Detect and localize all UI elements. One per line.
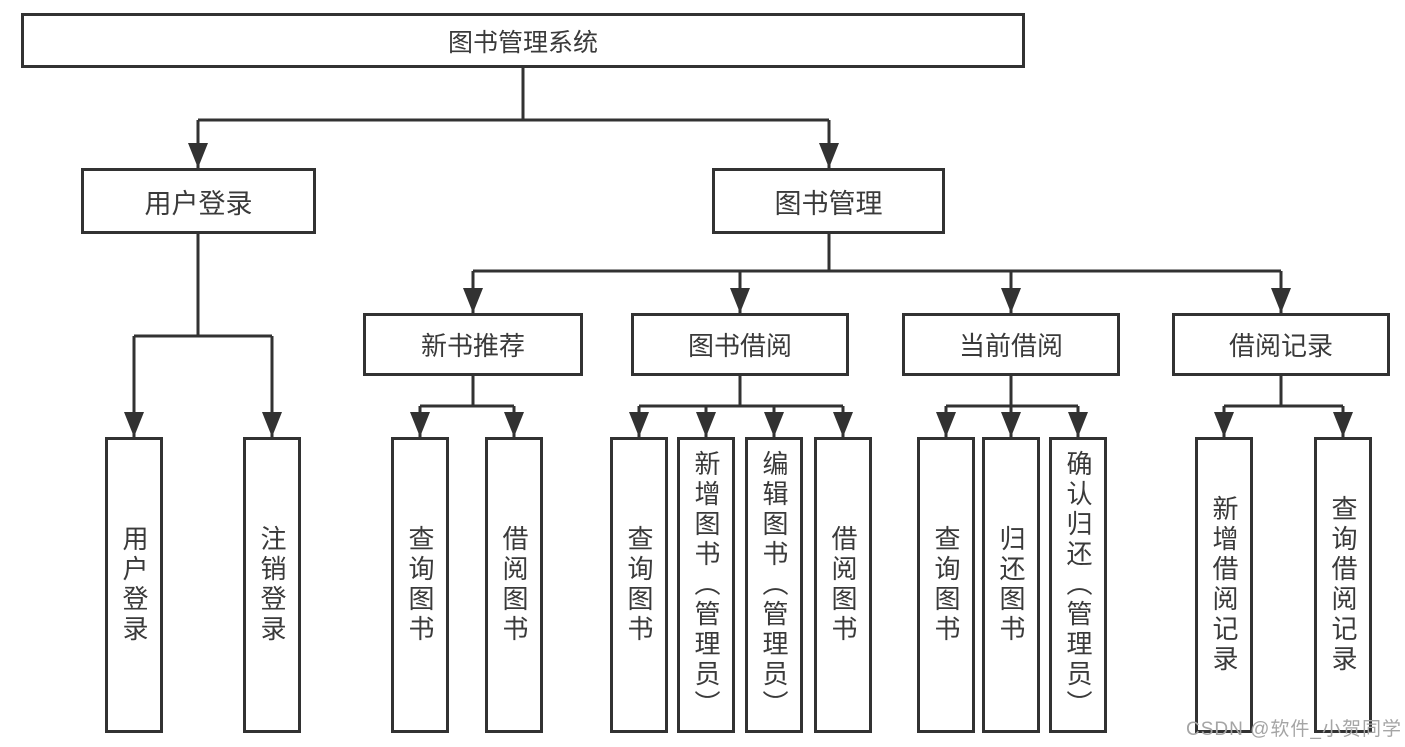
leaf-borrow-books-label: 借阅图书: [828, 525, 858, 645]
leaf-query-books-borrow: 查询图书: [610, 437, 668, 733]
node-borrow-records: 借阅记录: [1172, 313, 1390, 376]
leaf-confirm-return-admin: 确认归还（管理员）: [1049, 437, 1107, 733]
node-new-book-recommend: 新书推荐: [363, 313, 583, 376]
leaf-add-books-admin: 新增图书（管理员）: [677, 437, 735, 733]
leaf-logout-label: 注销登录: [257, 525, 287, 645]
node-user-login: 用户登录: [81, 168, 316, 234]
node-new-book-recommend-label: 新书推荐: [420, 331, 525, 361]
leaf-return-books-label: 归还图书: [996, 525, 1026, 645]
leaf-user-login: 用户登录: [105, 437, 163, 733]
leaf-query-books-recommend-label: 查询图书: [405, 525, 435, 645]
node-book-management: 图书管理: [712, 168, 945, 234]
leaf-confirm-return-admin-label: 确认归还（管理员）: [1063, 450, 1093, 720]
node-current-borrow-label: 当前借阅: [958, 331, 1063, 361]
leaf-add-books-admin-label: 新增图书（管理员）: [691, 450, 721, 720]
leaf-query-borrow-record: 查询借阅记录: [1314, 437, 1372, 733]
leaf-query-books-current: 查询图书: [917, 437, 975, 733]
node-book-borrow: 图书借阅: [631, 313, 849, 376]
leaf-add-borrow-record: 新增借阅记录: [1195, 437, 1253, 733]
leaf-query-books-current-label: 查询图书: [931, 525, 961, 645]
leaf-query-books-recommend: 查询图书: [391, 437, 449, 733]
node-current-borrow: 当前借阅: [902, 313, 1120, 376]
leaf-query-borrow-record-label: 查询借阅记录: [1328, 495, 1358, 675]
leaf-add-borrow-record-label: 新增借阅记录: [1209, 495, 1239, 675]
leaf-borrow-books-recommend: 借阅图书: [485, 437, 543, 733]
node-root: 图书管理系统: [21, 13, 1025, 68]
node-borrow-records-label: 借阅记录: [1228, 331, 1333, 361]
leaf-return-books: 归还图书: [982, 437, 1040, 733]
node-user-login-label: 用户登录: [144, 188, 253, 219]
node-book-borrow-label: 图书借阅: [687, 331, 792, 361]
node-book-management-label: 图书管理: [774, 188, 883, 219]
leaf-user-login-label: 用户登录: [119, 525, 149, 645]
leaf-borrow-books: 借阅图书: [814, 437, 872, 733]
leaf-logout: 注销登录: [243, 437, 301, 733]
leaf-edit-books-admin-label: 编辑图书（管理员）: [759, 450, 789, 720]
leaf-borrow-books-recommend-label: 借阅图书: [499, 525, 529, 645]
node-root-label: 图书管理系统: [447, 28, 598, 57]
leaf-edit-books-admin: 编辑图书（管理员）: [745, 437, 803, 733]
csdn-watermark: CSDN @软件_小贺同学: [1186, 719, 1402, 740]
leaf-query-books-borrow-label: 查询图书: [624, 525, 654, 645]
